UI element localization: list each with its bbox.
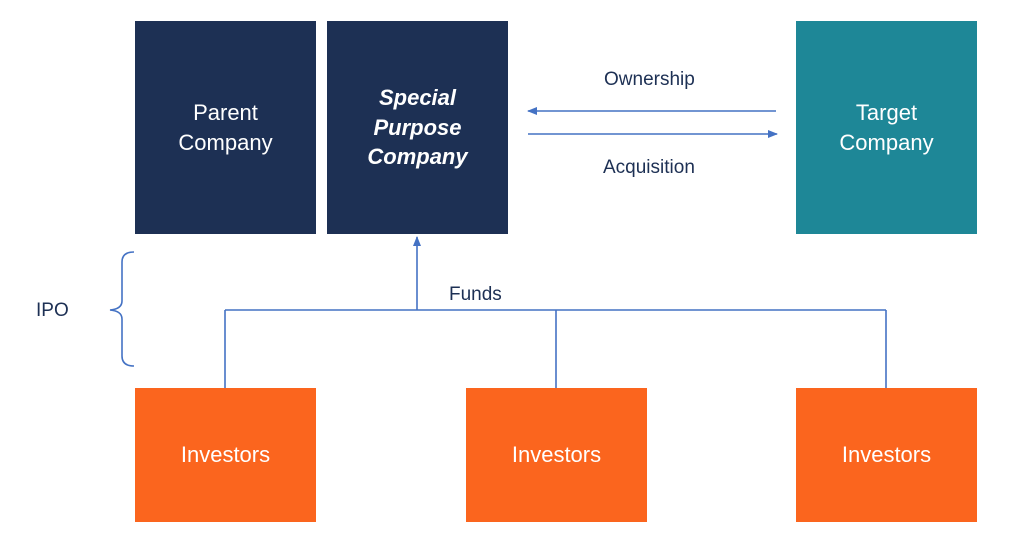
target-company-box: Target Company <box>796 21 977 234</box>
spc-line3: Company <box>367 144 468 170</box>
investors-label-2: Investors <box>511 442 602 468</box>
investors-label-1: Investors <box>180 442 271 468</box>
target-company-line2: Company <box>839 129 934 155</box>
special-purpose-company-box: Special Purpose Company <box>327 21 508 234</box>
acquisition-label: Acquisition <box>603 157 695 178</box>
funds-label: Funds <box>449 284 502 305</box>
ownership-label: Ownership <box>604 69 695 90</box>
investors-label-3: Investors <box>841 442 932 468</box>
parent-company-line1: Parent <box>193 99 258 125</box>
spc-line1: Special <box>378 84 457 110</box>
spc-line2: Purpose <box>373 114 462 140</box>
parent-company-box: Parent Company <box>135 21 316 234</box>
ipo-label: IPO <box>36 300 69 321</box>
investors-box-3: Investors <box>796 388 977 522</box>
investors-box-1: Investors <box>135 388 316 522</box>
target-company-line1: Target <box>855 99 918 125</box>
ipo-bracket <box>109 251 135 367</box>
investors-box-2: Investors <box>466 388 647 522</box>
parent-company-line2: Company <box>178 129 273 155</box>
